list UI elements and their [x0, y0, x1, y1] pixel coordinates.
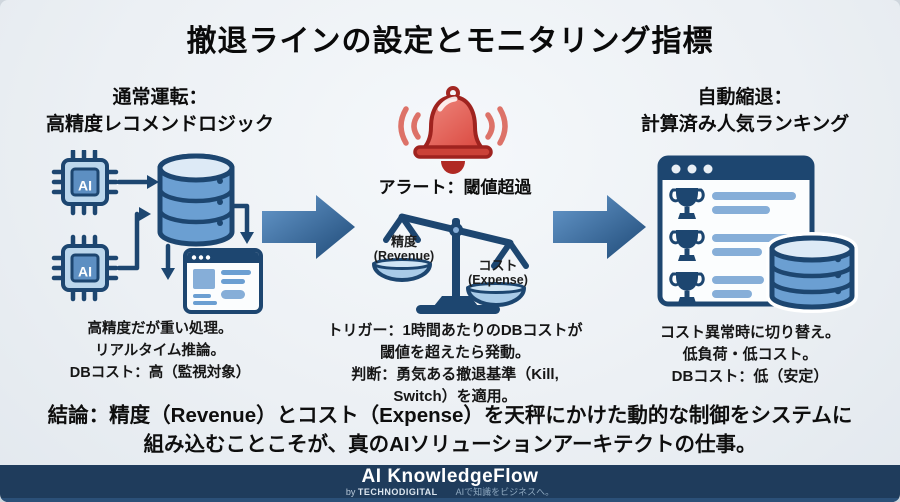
conclusion-line2: 組み込むことこそが、真のAIソリューションアーキテクトの仕事。 — [143, 432, 757, 456]
scale-right-metric: (Expense) — [468, 273, 528, 287]
middle-note-line: トリガー：1時間あたりのDBコストが — [327, 322, 583, 339]
left-note-line: DBコスト：高（監視対象） — [69, 365, 251, 381]
left-note-line: リアルタイム推論。 — [94, 343, 226, 359]
left-heading-line1: 通常運転： — [112, 87, 208, 108]
balance-scale-group: 精度 (Revenue) コスト (Expense) — [372, 200, 540, 318]
footer-company: TECHNODIGITAL — [357, 487, 438, 497]
left-heading-line2: 高精度レコメンドロジック — [45, 114, 274, 135]
middle-note-line: 閾値を超えたら発動。 — [379, 344, 530, 361]
alert-bell-icon — [398, 86, 508, 174]
right-note-line: DBコスト：低（安定） — [671, 368, 829, 385]
scale-right-name: コスト — [478, 258, 518, 273]
footer-tagline: AIで知識をビジネスへ。 — [455, 487, 555, 497]
left-note-line: 高精度だが重い処理。 — [87, 321, 233, 337]
left-column-notes: 高精度だが重い処理。 リアルタイム推論。 DBコスト：高（監視対象） — [20, 318, 300, 384]
alert-label: アラート：閾値超過 — [378, 178, 532, 197]
flow-arrow-icon — [553, 195, 646, 259]
footer-bar: AI KnowledgeFlow by TECHNODIGITAL AIで知識を… — [0, 465, 900, 502]
scale-left-name: 精度 — [390, 234, 417, 249]
balance-scale-icon — [372, 213, 529, 314]
right-note-line: コスト異常時に切り替え。 — [659, 324, 840, 341]
chip-label: AI — [78, 178, 92, 194]
brand-logo: AI KnowledgeFlow — [361, 466, 539, 487]
flow-arrow-icon — [262, 195, 355, 259]
right-heading-line2: 計算済み人気ランキング — [640, 114, 850, 135]
right-column-heading: 自動縮退： 計算済み人気ランキング — [600, 84, 890, 138]
right-heading-line1: 自動縮退： — [697, 87, 793, 108]
middle-note-line: 判断：勇気ある撤退基準（Kill, — [351, 366, 559, 383]
browser-window-icon — [183, 248, 263, 314]
scale-right-label: コスト (Expense) — [458, 258, 538, 288]
conclusion-text: 結論：精度（Revenue）とコスト（Expense）を天秤にかけた動的な制御を… — [15, 402, 885, 459]
middle-note-line: Switch）を適用。 — [393, 388, 517, 405]
chip-label: AI — [78, 264, 92, 280]
footer-subline: by TECHNODIGITAL AIで知識をビジネスへ。 — [346, 487, 554, 498]
right-column-notes: コスト異常時に切り替え。 低負荷・低コスト。 DBコスト：低（安定） — [615, 322, 885, 388]
ai-chip-icon: AI — [51, 234, 119, 302]
page-title: 撤退ラインの設定とモニタリング指標 — [186, 25, 714, 58]
database-icon — [157, 153, 235, 247]
right-note-line: 低負荷・低コスト。 — [682, 346, 818, 363]
footer-by-label: by — [345, 487, 356, 497]
conclusion-line1: 結論：精度（Revenue）とコスト（Expense）を天秤にかけた動的な制御を… — [47, 404, 853, 427]
connector-arrows — [116, 175, 254, 280]
database-icon — [766, 232, 858, 313]
middle-column-notes: トリガー：1時間あたりのDBコストが 閾値を超えたら発動。 判断：勇気ある撤退基… — [290, 320, 620, 408]
ai-chip-icon: AI — [51, 150, 119, 216]
normal-operation-diagram: AI AI — [51, 150, 263, 314]
left-column-heading: 通常運転： 高精度レコメンドロジック — [20, 84, 300, 138]
ranking-fallback-diagram — [657, 155, 858, 313]
scale-left-metric: (Revenue) — [373, 249, 435, 263]
scale-left-label: 精度 (Revenue) — [370, 234, 438, 264]
